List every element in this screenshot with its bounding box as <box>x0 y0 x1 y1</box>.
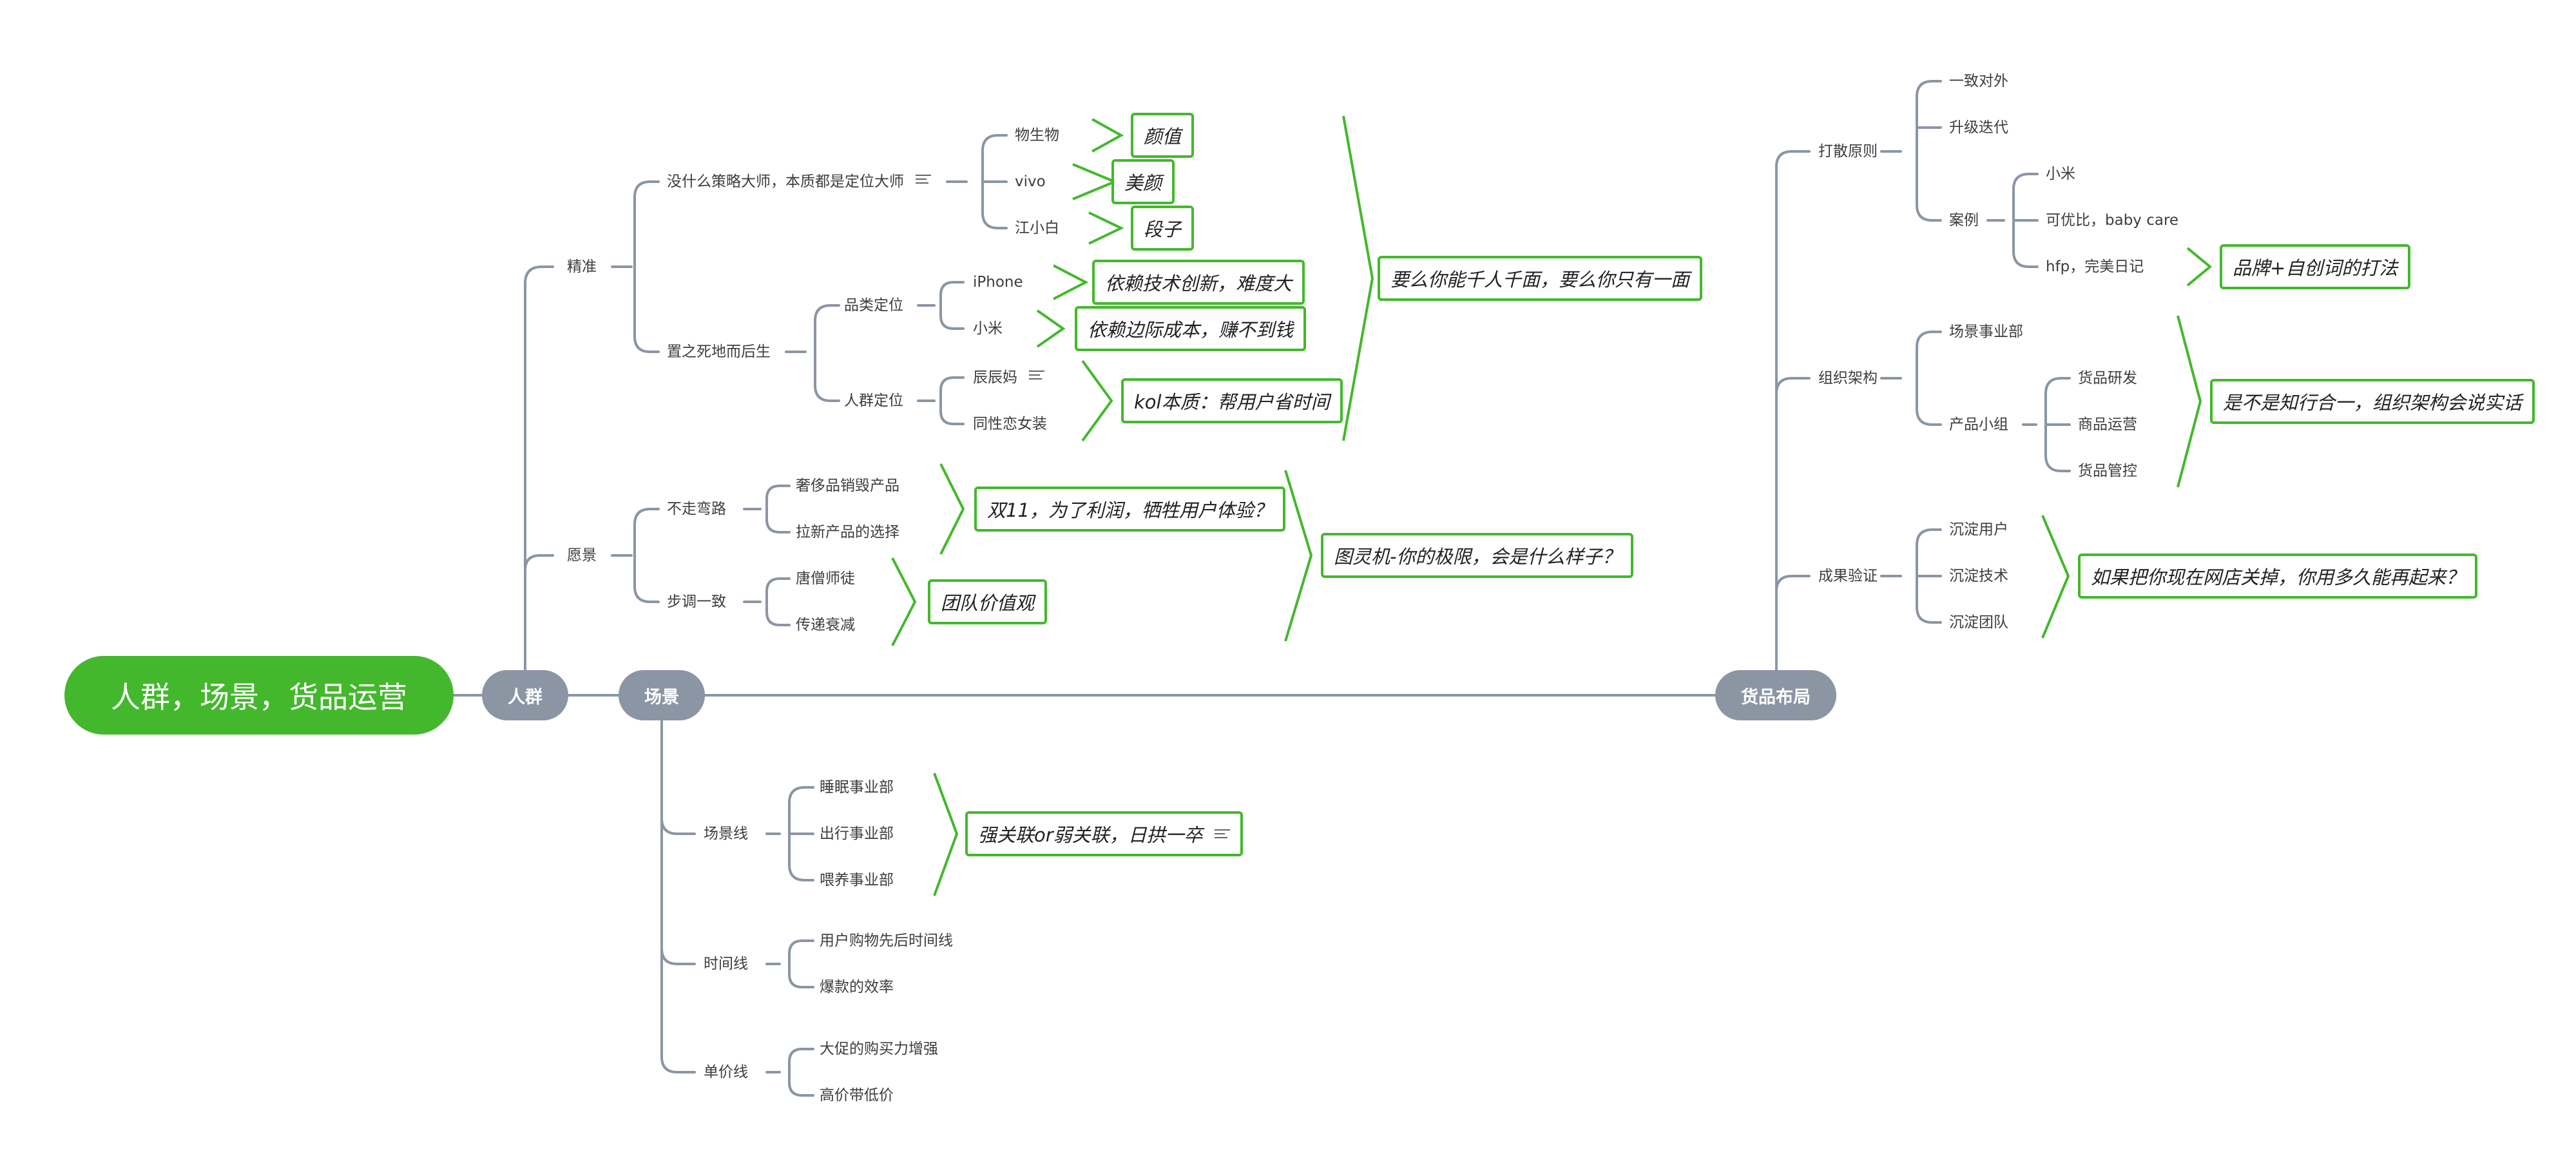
topic-chengguo[interactable]: 成果验证 <box>1818 568 1878 584</box>
callout-pinpai[interactable]: 品牌+自创词的打法 <box>2220 244 2411 289</box>
callout-duanzi[interactable]: 段子 <box>1131 206 1195 251</box>
summary-wangdian[interactable]: 如果把你现在网店关掉，你用多久能再起来？ <box>2078 553 2478 599</box>
topic-yuanjing[interactable]: 愿景 <box>567 547 597 564</box>
topic-item[interactable]: 沉淀技术 <box>1949 568 2008 584</box>
topic-item[interactable]: 传递衰减 <box>796 617 855 633</box>
topic-item[interactable]: 唐僧师徒 <box>796 570 855 587</box>
topic-item[interactable]: 升级迭代 <box>1949 119 2008 136</box>
topic-pinlei[interactable]: 品类定位 <box>844 297 903 314</box>
topic-shijianxian[interactable]: 时间线 <box>704 956 748 972</box>
topic-item[interactable]: vivo <box>1015 173 1046 190</box>
topic-item[interactable]: 一致对外 <box>1949 73 2008 90</box>
callout-yanzhi[interactable]: 颜值 <box>1131 113 1195 158</box>
topic-item[interactable]: 用户购物先后时间线 <box>820 932 953 949</box>
topic-item[interactable]: 沉淀团队 <box>1949 614 2008 631</box>
callout-shuang11[interactable]: 双11，为了利润，牺牲用户体验？ <box>974 486 1285 532</box>
topic-celue-dashi-label: 没什么策略大师，本质都是定位大师 <box>667 173 904 190</box>
topic-anli[interactable]: 案例 <box>1949 212 1979 229</box>
topic-item[interactable]: 奢侈品销毁产品 <box>796 477 899 494</box>
topic-dasan[interactable]: 打散原则 <box>1818 143 1878 160</box>
note-icon[interactable] <box>1029 368 1044 382</box>
topic-item[interactable]: 小米 <box>973 320 1003 337</box>
topic-item[interactable]: 爆款的效率 <box>820 979 894 996</box>
summary-zhixing[interactable]: 是不是知行合一，组织架构会说实话 <box>2210 379 2535 424</box>
topic-budiaoyizhi[interactable]: 步调一致 <box>667 593 726 610</box>
topic-item[interactable]: 高价带低价 <box>820 1087 894 1104</box>
summary-qianren[interactable]: 要么你能千人千面，要么你只有一面 <box>1378 256 1703 301</box>
topic-item[interactable]: 小米 <box>2046 166 2075 182</box>
topic-item[interactable]: 同性恋女装 <box>973 416 1047 432</box>
callout-kol[interactable]: kol本质：帮用户省时间 <box>1121 378 1343 423</box>
topic-item[interactable]: iPhone <box>973 274 1023 291</box>
topic-zhisi[interactable]: 置之死地而后生 <box>667 343 771 360</box>
topic-chanpinxiaozu[interactable]: 产品小组 <box>1949 416 2008 433</box>
topic-item[interactable]: hfp，完美日记 <box>2046 258 2144 275</box>
topic-item[interactable]: 喂养事业部 <box>820 872 894 889</box>
topic-jingzhun[interactable]: 精准 <box>567 258 597 275</box>
topic-buzouwanlu[interactable]: 不走弯路 <box>667 501 726 517</box>
topic-item[interactable]: 场景事业部 <box>1949 323 2023 340</box>
callout-qiangguanlian[interactable]: 强关联or弱关联，日拱一卒 <box>965 811 1243 856</box>
topic-item[interactable]: 物生物 <box>1015 127 1059 144</box>
note-icon[interactable] <box>1214 827 1230 841</box>
topic-item[interactable]: 沉淀用户 <box>1949 521 2008 538</box>
topic-item[interactable]: 出行事业部 <box>820 825 894 842</box>
branch-renqun[interactable]: 人群 <box>482 670 568 720</box>
callout-tuandui[interactable]: 团队价值观 <box>928 579 1048 624</box>
topic-celue-dashi[interactable]: 没什么策略大师，本质都是定位大师 <box>667 172 931 191</box>
callout-bianji[interactable]: 依赖边际成本，赚不到钱 <box>1075 306 1307 351</box>
branch-huopin[interactable]: 货品布局 <box>1715 670 1836 720</box>
topic-item-label: 辰辰妈 <box>973 369 1017 386</box>
topic-item[interactable]: 大促的购买力增强 <box>820 1041 938 1057</box>
branch-changjing[interactable]: 场景 <box>619 670 705 720</box>
topic-item[interactable]: 睡眠事业部 <box>820 779 894 796</box>
topic-item[interactable]: 商品运营 <box>2078 416 2137 433</box>
callout-qiangguanlian-label: 强关联or弱关联，日拱一卒 <box>978 824 1203 846</box>
topic-renqun-dingwei[interactable]: 人群定位 <box>844 392 903 409</box>
root-topic[interactable]: 人群，场景，货品运营 <box>64 656 454 735</box>
topic-danjiaxian[interactable]: 单价线 <box>704 1064 748 1081</box>
topic-item[interactable]: 辰辰妈 <box>973 368 1044 387</box>
topic-item[interactable]: 可优比，baby care <box>2046 212 2179 229</box>
callout-meiyan[interactable]: 美颜 <box>1111 159 1175 204</box>
topic-item[interactable]: 江小白 <box>1015 220 1059 236</box>
topic-changjingxian[interactable]: 场景线 <box>704 825 748 842</box>
callout-jishu[interactable]: 依赖技术创新，难度大 <box>1092 260 1305 305</box>
topic-item[interactable]: 拉新产品的选择 <box>796 524 899 541</box>
summary-tulingji[interactable]: 图灵机-你的极限，会是什么样子？ <box>1321 533 1634 578</box>
topic-item[interactable]: 货品管控 <box>2078 463 2137 479</box>
topic-zuzhijiagou[interactable]: 组织架构 <box>1818 370 1878 387</box>
topic-item[interactable]: 货品研发 <box>2078 370 2137 387</box>
note-icon[interactable] <box>916 172 931 186</box>
